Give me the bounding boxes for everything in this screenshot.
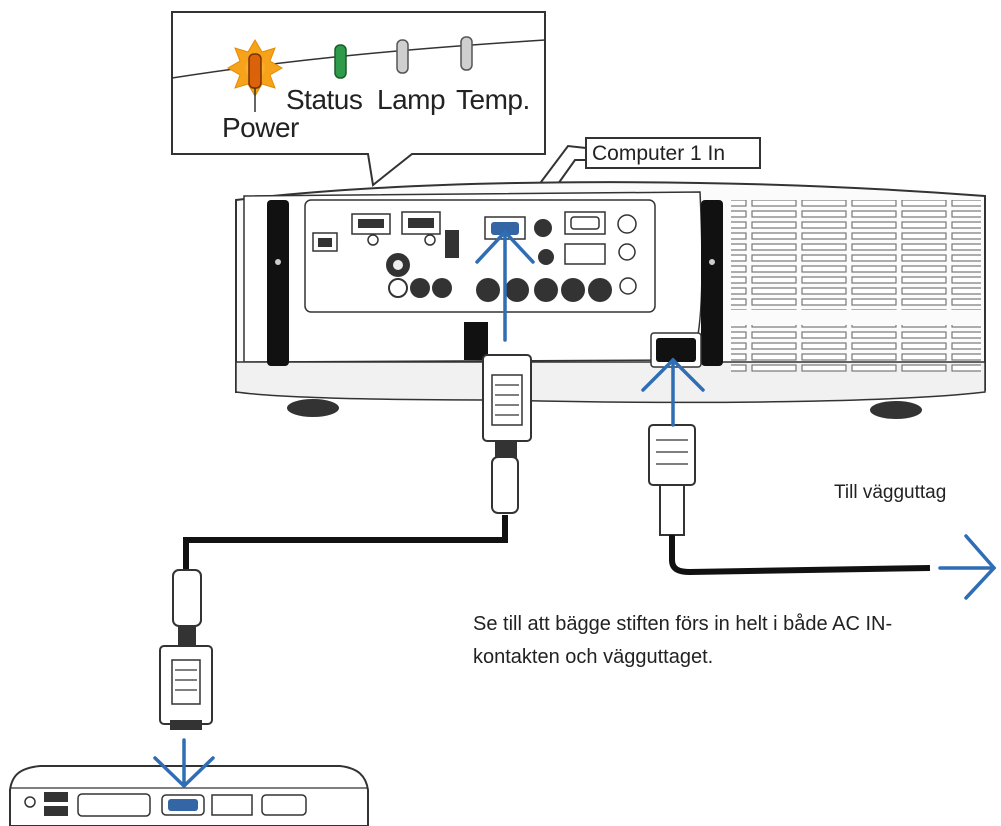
plug-instruction-note: Se till att bägge stiften förs in helt i… [473, 608, 993, 674]
temp-indicator-label: Temp. [456, 84, 530, 115]
lamp-indicator-label: Lamp [377, 84, 446, 115]
power-led-icon [227, 39, 283, 112]
note-line-2: kontakten och vägguttaget. [473, 646, 714, 668]
projector [235, 181, 986, 419]
laptop-vga-arrow-icon [153, 738, 215, 789]
power-cable [648, 424, 931, 576]
status-led-icon [334, 44, 347, 79]
computer-1-in-label: Computer 1 In [592, 142, 726, 165]
vga-cable [159, 322, 532, 730]
status-indicator-label: Status [286, 84, 363, 115]
ac-in-arrow-icon [641, 357, 705, 427]
port-callout [519, 137, 761, 213]
laptop [9, 765, 369, 826]
power-indicator-label: Power [222, 112, 299, 143]
wall-outlet-arrow-icon [938, 534, 997, 600]
temp-led-icon [460, 36, 473, 71]
note-line-1: Se till att bägge stiften förs in helt i… [473, 613, 893, 635]
lamp-led-icon [396, 39, 409, 74]
vga-in-arrow-icon [475, 229, 535, 342]
wall-outlet-label: Till vägguttag [834, 482, 947, 503]
